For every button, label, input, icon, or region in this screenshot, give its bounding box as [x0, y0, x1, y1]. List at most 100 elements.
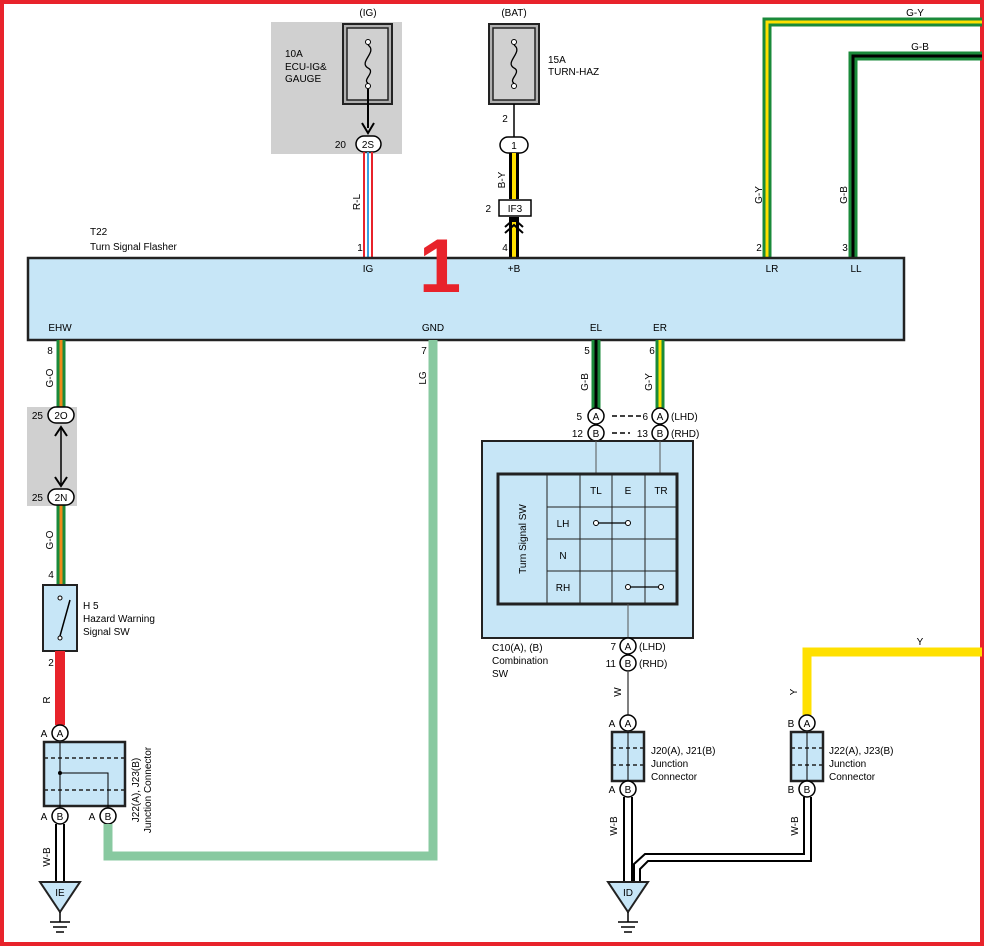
- wire-ground-left: [55, 824, 65, 882]
- ground-mid-id: ID: [623, 888, 633, 899]
- hazard-name-2: Signal SW: [83, 627, 130, 638]
- junction-left-bl: B: [57, 812, 64, 823]
- table-col-tl: TL: [590, 486, 602, 497]
- flasher-er-pin: 6: [649, 346, 655, 357]
- contact-rh: [625, 584, 664, 590]
- connector-bat-joint-id: 1: [511, 141, 517, 152]
- ground-left-symbol: [38, 881, 82, 914]
- combo-top-a-right-pin: 6: [642, 412, 648, 423]
- ground-mid-symbol: [606, 881, 650, 914]
- junction-right-bottom: B: [804, 785, 811, 796]
- wire-y-label: Y: [917, 637, 924, 648]
- junction-left-box: [42, 740, 127, 808]
- combo-bottom-a: [619, 637, 637, 655]
- wire-ground-right-label: W-B: [790, 816, 801, 836]
- table-row-lh: LH: [557, 519, 570, 530]
- connector-2o-id: 2O: [54, 411, 68, 422]
- combo-bottom-a-note: (LHD): [639, 642, 666, 653]
- connector-2o: [47, 406, 75, 424]
- wire-ll: [848, 51, 982, 258]
- ground-icon: [618, 912, 638, 933]
- connector-2n-pin: 25: [32, 493, 44, 504]
- junction-right-bottom-side: B: [788, 785, 795, 796]
- wire-gnd-label: LG: [418, 371, 429, 385]
- combo-top-b-right-pin: 13: [637, 429, 649, 440]
- wire-el-label: G-B: [580, 373, 591, 391]
- arrow-up-icon: [54, 425, 68, 437]
- wire-ground-left-label: W-B: [42, 847, 53, 867]
- wire-lr-label: G-Y: [754, 186, 765, 204]
- marker-number: 1: [419, 224, 461, 309]
- combination-ref: C10(A), (B): [492, 643, 543, 654]
- hazard-pin-bottom: 2: [48, 658, 54, 669]
- junction-right-name-2: Connector: [829, 772, 876, 783]
- junction-mid-bottom: B: [625, 785, 632, 796]
- junction-left-bl-pin: [51, 807, 69, 825]
- junction-mid-name-2: Connector: [651, 772, 698, 783]
- flasher-name: Turn Signal Flasher: [90, 242, 178, 253]
- wire-ehw-upper-label: G-O: [45, 368, 56, 387]
- junction-mid-ref: J20(A), J21(B): [651, 746, 715, 757]
- fuse-ig-name-1: ECU-IG&: [285, 62, 327, 73]
- combo-bottom-b-letter: B: [625, 659, 632, 670]
- combo-top-b-right-letter: B: [657, 429, 664, 440]
- combo-top-a-left-letter: A: [593, 412, 600, 423]
- flasher-ref: T22: [90, 227, 108, 238]
- junction-mid-name-1: Junction: [651, 759, 688, 770]
- hazard-pin-top: 4: [48, 570, 54, 581]
- flasher-ll-pin: 3: [842, 243, 848, 254]
- junction-mid-bottom-pin: [619, 780, 637, 798]
- connector-2n: [47, 488, 75, 506]
- junction-right-ref: J22(A), J23(B): [829, 746, 893, 757]
- combo-top-b-note: (RHD): [671, 429, 699, 440]
- wire-ground-mid: [623, 797, 633, 882]
- arrow-down-icon: [54, 476, 68, 488]
- hazard-name-1: Hazard Warning: [83, 614, 155, 625]
- wire-ig: [363, 152, 373, 258]
- connector-2s-id: 2S: [362, 140, 375, 151]
- connector-if3: [498, 199, 532, 217]
- fuse-bat: [488, 23, 540, 105]
- junction-left-br: B: [105, 812, 112, 823]
- junction-right-bottom-pin: [798, 780, 816, 798]
- wire-er-label: G-Y: [644, 373, 655, 391]
- junction-left-top: A: [57, 729, 64, 740]
- table-row-rh: RH: [556, 583, 570, 594]
- fuse-bat-rating: 15A: [548, 55, 566, 66]
- junction-right-top: A: [804, 719, 811, 730]
- junction-right-top-side: B: [788, 719, 795, 730]
- wire-y: [802, 647, 982, 715]
- combo-bottom-b-pin: 11: [606, 659, 617, 670]
- combo-bottom-b-note: (RHD): [639, 659, 667, 670]
- combo-top-a-note: (LHD): [671, 412, 698, 423]
- wire-gnd: [103, 340, 438, 861]
- wire-ground-right: [633, 797, 812, 882]
- junction-left-br-side: A: [89, 812, 96, 823]
- combo-top-a-right: [651, 407, 669, 425]
- wire-ground-mid-label: W-B: [609, 816, 620, 836]
- table-col-e: E: [625, 486, 632, 497]
- turn-signal-title: Turn Signal SW: [518, 504, 529, 574]
- contact-lh: [593, 520, 631, 526]
- ground-icon: [50, 912, 70, 933]
- wire-b: [509, 153, 519, 258]
- fuse-ig-header: (IG): [359, 8, 376, 19]
- combo-bottom-a-pin: 7: [610, 642, 616, 653]
- table-col-tr: TR: [654, 486, 667, 497]
- combo-top-b-left-letter: B: [593, 429, 600, 440]
- connector-2o-pin: 25: [32, 411, 44, 422]
- fuse-ig: [342, 23, 393, 105]
- connector-if3-id: IF3: [508, 204, 523, 215]
- wire-ehw-lower-label: G-O: [45, 530, 56, 549]
- fuse-bat-header: (BAT): [501, 8, 526, 19]
- flasher-body: [26, 256, 906, 342]
- combo-bottom-a-letter: A: [625, 642, 632, 653]
- flasher-el-label: EL: [590, 323, 603, 334]
- junction-left-bl-side: A: [41, 812, 48, 823]
- flasher-lr-label: LR: [766, 264, 779, 275]
- fuse-ig-rating: 10A: [285, 49, 303, 60]
- connector-2s-pin: 20: [335, 140, 347, 151]
- wire-b-label: B-Y: [497, 171, 508, 188]
